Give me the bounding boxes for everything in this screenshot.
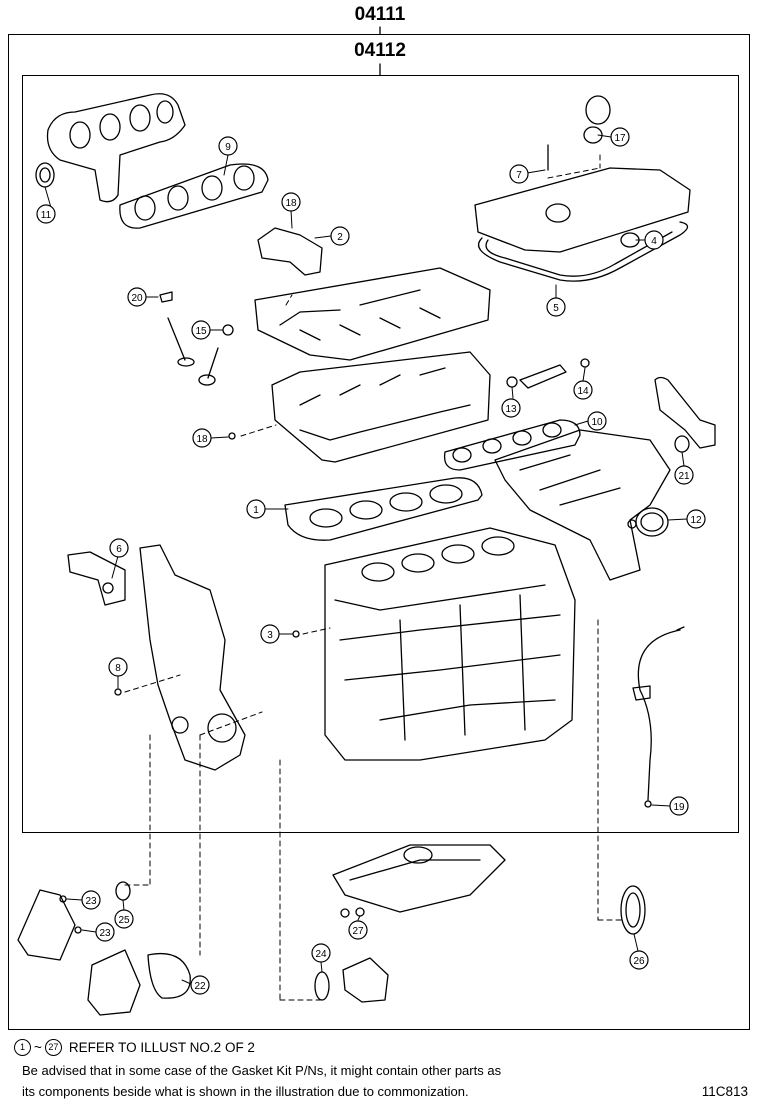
intake-manifold-gasket-part — [443, 419, 581, 471]
callout-11: 11 — [36, 204, 56, 224]
callout-4: 4 — [644, 230, 664, 250]
callout-9: 9 — [218, 136, 238, 156]
callout-7: 7 — [509, 164, 529, 184]
callout-1: 1 — [246, 499, 266, 519]
callout-10: 10 — [587, 411, 607, 431]
svg-text:8: 8 — [115, 663, 121, 674]
svg-text:27: 27 — [352, 926, 364, 937]
exhaust-manifold-gasket-part — [119, 163, 269, 229]
callout-27: 27 — [348, 920, 368, 940]
svg-text:10: 10 — [591, 417, 603, 428]
svg-text:6: 6 — [116, 544, 122, 555]
svg-text:5: 5 — [553, 303, 559, 314]
svg-text:20: 20 — [131, 293, 143, 304]
callout-23-bottom: 23 — [95, 922, 115, 942]
timing-chain-cover-part — [67, 544, 246, 771]
svg-text:22: 22 — [194, 981, 206, 992]
ref-tilde: ~ — [34, 1040, 42, 1055]
svg-text:18: 18 — [196, 434, 208, 445]
svg-text:17: 17 — [614, 133, 626, 144]
callout-15: 15 — [191, 320, 211, 340]
svg-text:1: 1 — [253, 505, 259, 516]
svg-text:2: 2 — [337, 232, 343, 243]
callout-6: 6 — [109, 538, 129, 558]
callout-19: 19 — [669, 796, 689, 816]
outer-part-code: 04111 — [354, 4, 406, 25]
callout-26: 26 — [629, 950, 649, 970]
ref-start-callout: 1 — [14, 1039, 31, 1056]
figure-id: 11C813 — [701, 1084, 748, 1099]
svg-text:15: 15 — [195, 326, 207, 337]
inner-part-code: 04112 — [354, 40, 406, 61]
svg-text:7: 7 — [516, 170, 522, 181]
cylinder-head-cover-part — [474, 95, 691, 282]
advisory-note-line1: Be advised that in some case of the Gask… — [22, 1063, 502, 1078]
svg-text:21: 21 — [678, 471, 690, 482]
callout-18-top: 18 — [281, 192, 301, 212]
camshaft-housing-part — [254, 267, 491, 361]
svg-text:14: 14 — [577, 386, 589, 397]
advisory-note-line2: its components beside what is shown in t… — [22, 1084, 469, 1099]
callout-18-left: 18 — [192, 428, 212, 448]
cylinder-head-gasket-part — [284, 477, 483, 541]
callout-22: 22 — [190, 975, 210, 995]
svg-text:18: 18 — [285, 198, 297, 209]
callout-5: 5 — [546, 297, 566, 317]
reference-note: 1 ~ 27 REFER TO ILLUST NO.2 OF 2 — [14, 1039, 255, 1056]
callout-21: 21 — [674, 465, 694, 485]
svg-text:9: 9 — [225, 142, 231, 153]
outer-kit-frame — [8, 34, 750, 1030]
exhaust-manifold-part — [46, 93, 186, 203]
svg-text:25: 25 — [118, 915, 130, 926]
callout-3: 3 — [260, 624, 280, 644]
inner-kit-frame — [22, 75, 739, 833]
svg-text:19: 19 — [673, 802, 685, 813]
ref-end-callout: 27 — [44, 1039, 62, 1056]
cylinder-block-part — [324, 527, 576, 761]
callout-20: 20 — [127, 287, 147, 307]
callout-13: 13 — [501, 398, 521, 418]
callout-14: 14 — [573, 380, 593, 400]
svg-text:4: 4 — [651, 236, 657, 247]
svg-text:26: 26 — [633, 956, 645, 967]
callout-25: 25 — [114, 909, 134, 929]
intake-manifold-part — [494, 376, 716, 581]
callout-2: 2 — [330, 226, 350, 246]
callout-8: 8 — [108, 657, 128, 677]
svg-text:23: 23 — [99, 928, 111, 939]
ref-text: REFER TO ILLUST NO.2 OF 2 — [68, 1040, 255, 1055]
svg-text:3: 3 — [267, 630, 273, 641]
callout-23-top: 23 — [81, 890, 101, 910]
callout-12: 12 — [686, 509, 706, 529]
svg-text:23: 23 — [85, 896, 97, 907]
svg-text:11: 11 — [41, 210, 52, 221]
oil-pan-part — [332, 844, 506, 913]
svg-text:13: 13 — [505, 404, 517, 415]
svg-text:12: 12 — [690, 515, 702, 526]
svg-text:24: 24 — [315, 949, 327, 960]
callout-24: 24 — [311, 943, 331, 963]
cylinder-head-part — [271, 351, 491, 463]
callout-17: 17 — [610, 127, 630, 147]
